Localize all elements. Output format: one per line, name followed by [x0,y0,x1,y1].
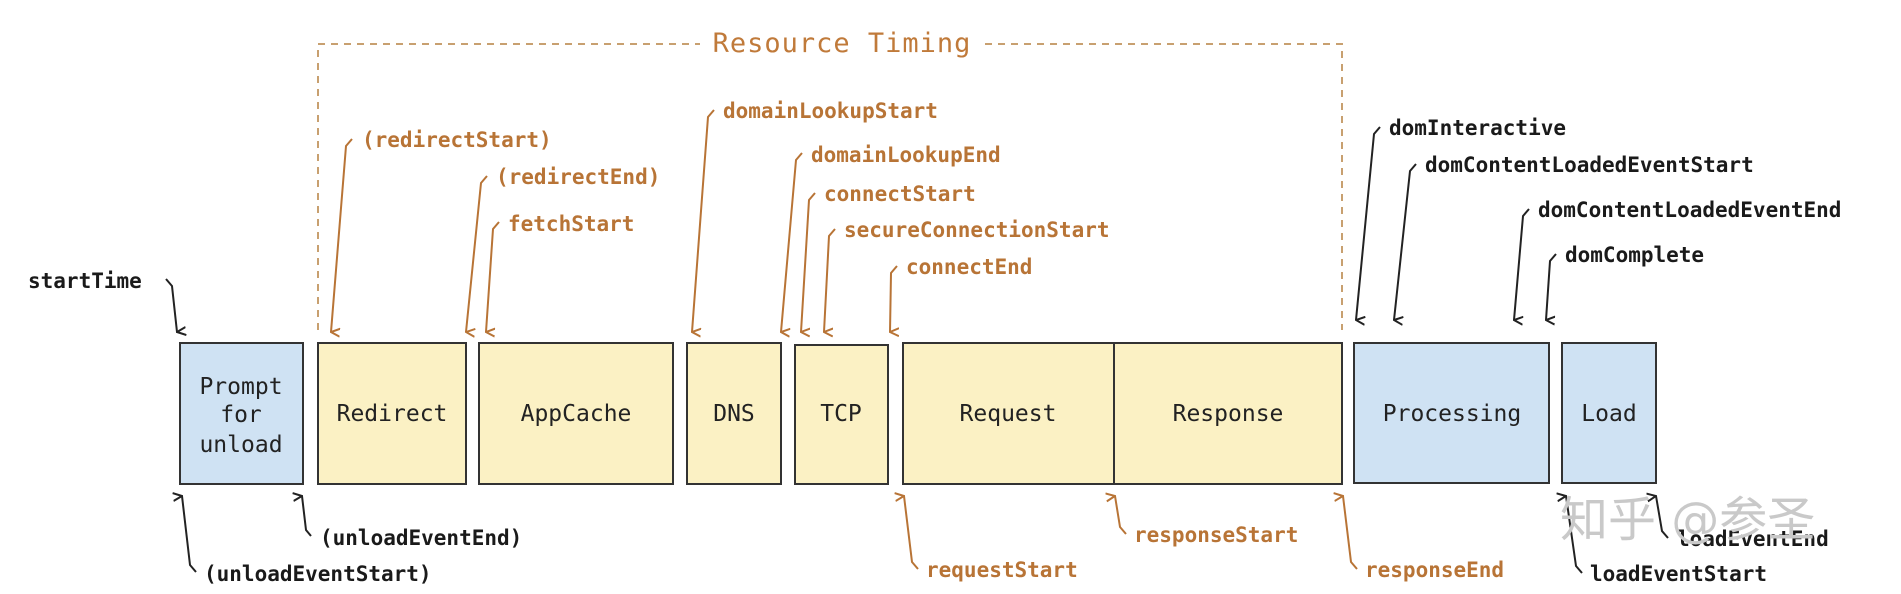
connectstart-label: connectStart [824,182,976,206]
marker-domainlookupstart: domainLookupStart [692,99,938,332]
domcomplete-label: domComplete [1565,243,1704,267]
connectend-label: connectEnd [906,255,1032,279]
resource-timing-bracket: Resource Timing [317,28,1343,330]
prompt-label-line3: unload [199,432,282,458]
redirectend-label: (redirectEnd) [496,165,660,189]
marker-domcomplete: domComplete [1546,243,1704,320]
processing-label: Processing [1383,401,1521,427]
marker-responsestart: responseStart [1115,496,1298,547]
domainlookupend-label: domainLookupEnd [811,143,1001,167]
phase-processing: Processing [1353,342,1550,484]
starttime-label: startTime [28,269,142,293]
marker-unloadeventend: (unloadEventEnd) [302,496,522,550]
secureconnectionstart-label: secureConnectionStart [844,218,1110,242]
loadeventend-label: loadEventEnd [1677,527,1829,551]
fetchstart-label: fetchStart [508,212,634,236]
phase-load: Load [1561,342,1657,484]
marker-redirectstart: (redirectStart) [331,128,552,332]
request-label: Request [960,401,1057,427]
prompt-label-line1: Prompt [199,374,282,400]
responseend-label: responseEnd [1365,558,1504,582]
phase-dns: DNS [686,342,782,485]
phase-request: Request [902,342,1115,485]
load-label: Load [1581,401,1636,427]
marker-dominteractive: domInteractive [1356,116,1566,320]
domcontentloadedeventstart-label: domContentLoadedEventStart [1425,153,1754,177]
marker-secureconnectionstart: secureConnectionStart [824,218,1110,332]
unloadeventstart-label: (unloadEventStart) [204,562,432,586]
marker-loadeventstart: loadEventStart [1566,496,1767,586]
appcache-label: AppCache [521,401,632,427]
marker-redirectend: (redirectEnd) [466,165,660,332]
marker-starttime: startTime [28,269,177,332]
watermark: 知乎 @参圣 [1560,492,1815,548]
prompt-label-line2: for [220,402,262,428]
redirect-label: Redirect [337,401,448,427]
loadeventstart-label: loadEventStart [1590,562,1767,586]
dominteractive-label: domInteractive [1389,116,1566,140]
marker-domcontentloadedeventstart: domContentLoadedEventStart [1394,153,1754,320]
unloadeventend-label: (unloadEventEnd) [320,526,522,550]
marker-requeststart: requestStart [904,496,1078,582]
marker-fetchstart: fetchStart [486,212,634,332]
phase-appcache: AppCache [478,342,674,485]
marker-connectstart: connectStart [801,182,976,332]
phase-prompt-for-unload: Prompt for unload [179,342,304,485]
marker-loadeventend: loadEventEnd [1656,496,1829,551]
requeststart-label: requestStart [926,558,1078,582]
domcontentloadedeventend-label: domContentLoadedEventEnd [1538,198,1841,222]
resource-timing-title: Resource Timing [713,28,972,59]
marker-connectend: connectEnd [890,255,1032,332]
marker-unloadeventstart: (unloadEventStart) [182,496,432,586]
marker-domainlookupend: domainLookupEnd [781,143,1001,332]
phase-response: Response [1113,342,1343,485]
dns-label: DNS [713,401,755,427]
tcp-label: TCP [820,401,862,427]
redirectstart-label: (redirectStart) [362,128,552,152]
domainlookupstart-label: domainLookupStart [723,99,938,123]
phase-redirect: Redirect [317,342,467,485]
marker-responseend: responseEnd [1343,496,1504,582]
marker-domcontentloadedeventend: domContentLoadedEventEnd [1514,198,1841,320]
phase-tcp: TCP [794,344,889,485]
response-label: Response [1173,401,1284,427]
responsestart-label: responseStart [1134,523,1298,547]
